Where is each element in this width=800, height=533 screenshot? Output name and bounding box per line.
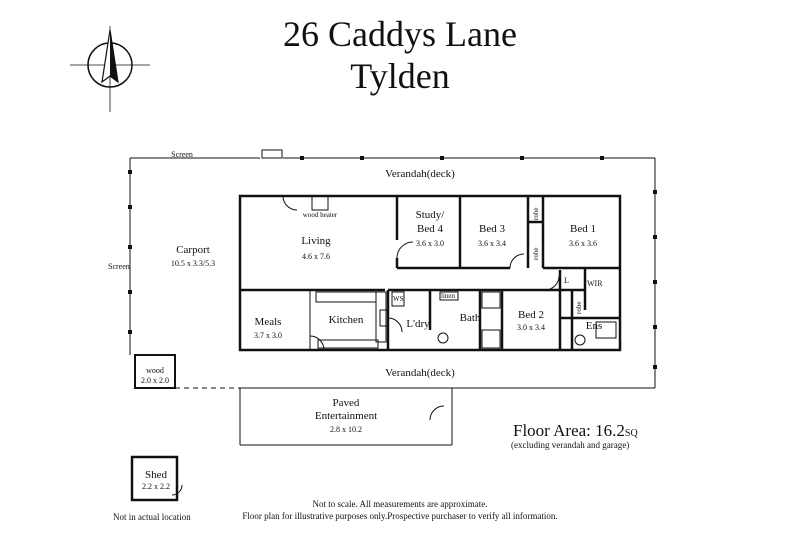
bed3-dim: 3.6 x 3.4 [478,239,506,248]
bed2-dim: 3.0 x 3.4 [517,323,545,332]
deck-outline [129,149,656,446]
linen-label: linen [441,292,455,300]
bath-name: Bath [459,312,481,324]
kitchen-fixtures [311,195,617,349]
study-dim: 3.6 x 3.0 [416,239,444,248]
robe-label-3: robe [575,301,583,314]
shed-outline [130,455,179,502]
paved-dim: 2.8 x 10.2 [330,425,362,434]
wood-name: wood [146,366,164,375]
linen-l-label: L [564,276,569,285]
wood-dim: 2.0 x 2.0 [141,376,169,385]
paved-name-2: Entertainment [314,410,378,422]
wood-heater-label: wood heater [302,211,338,219]
verandah-bottom-label: Verandah(deck) [385,367,455,379]
north-arrow-compass-icon [70,26,150,112]
bed1-name: Bed 1 [570,223,596,235]
carport-dim: 10.5 x 3.3/5.3 [170,259,216,268]
floor-area-note: (excluding verandah and garage) [511,440,630,450]
living-name: Living [301,235,331,247]
laundry-name: L'dry [406,318,430,330]
floor-area-label: Floor Area: 16.2 [513,421,625,440]
meals-name: Meals [254,316,282,328]
verandah-posts [128,156,657,369]
shed-name: Shed [145,469,167,481]
verandah-top-label: Verandah(deck) [385,168,455,180]
wir-label: WIR [587,279,603,288]
title-suburb: Tylden [350,56,450,96]
shed-dim: 2.2 x 2.2 [142,482,170,491]
ws-label: WS [393,295,404,303]
bed1-dim: 3.6 x 3.6 [569,239,597,248]
ens-name: Ens [585,320,603,332]
study-name-2: Bed 4 [417,223,443,235]
screen-top-label: Screen [171,150,193,159]
living-dim: 4.6 x 7.6 [302,252,330,261]
floor-area-unit: SQ [624,428,638,439]
title-address: 26 Caddys Lane [283,14,517,54]
study-name-1: Study/ [415,209,445,221]
disclaimer-1: Not to scale. All measurements are appro… [312,499,488,509]
shed-note: Not in actual location [113,512,191,522]
bed3-name: Bed 3 [479,223,505,235]
screen-left-label: Screen [108,262,130,271]
paved-name-1: Paved [332,397,360,409]
robe-label-1: robe [532,207,540,220]
house-walls [238,194,622,352]
disclaimer-2: Floor plan for illustrative purposes onl… [242,511,558,521]
meals-dim: 3.7 x 3.0 [254,331,282,340]
robe-label-2: robe [532,247,540,260]
floor-area: Floor Area: 16.2SQ [513,421,638,441]
bed2-name: Bed 2 [518,309,544,321]
kitchen-name: Kitchen [328,314,364,326]
carport-name: Carport [176,244,210,256]
